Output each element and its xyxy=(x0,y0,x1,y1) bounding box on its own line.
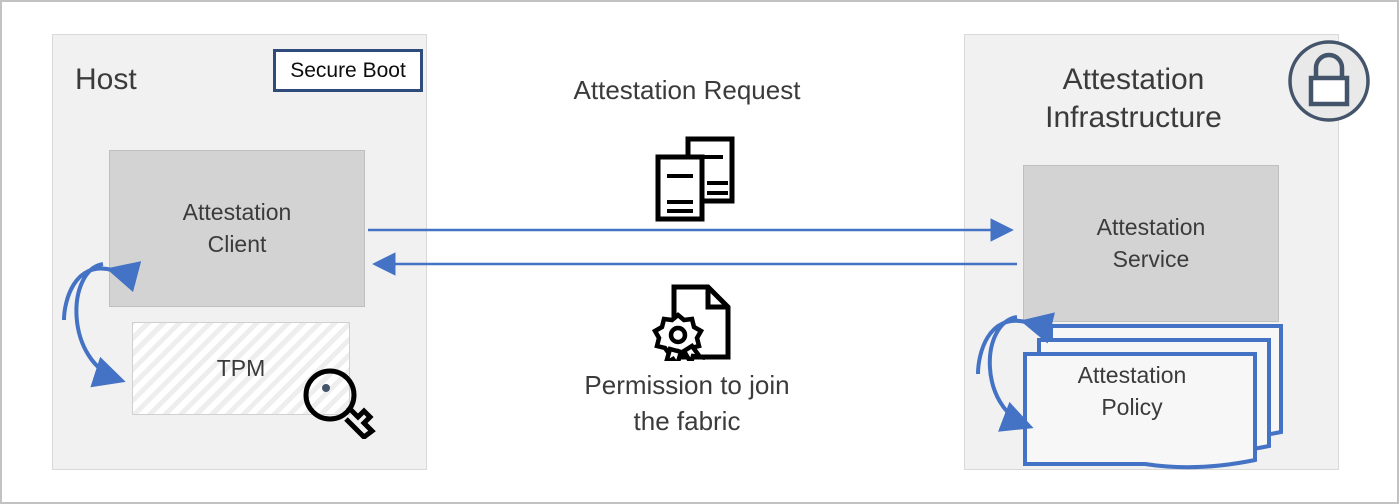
tpm-label: TPM xyxy=(216,355,266,381)
attestation-request-label: Attestation Request xyxy=(573,75,801,105)
documents-icon xyxy=(650,135,742,228)
tpm-box: TPM xyxy=(132,322,350,415)
attestation-policy-stack xyxy=(1023,324,1285,475)
attestation-client-box: Attestation Client xyxy=(109,150,365,307)
permission-to-join-label: Permission to join the fabric xyxy=(584,370,790,437)
host-panel-title: Host xyxy=(75,63,137,96)
certificate-icon xyxy=(648,283,744,371)
lock-icon xyxy=(1286,38,1372,129)
infrastructure-panel-title: Attestation Infrastructure xyxy=(1045,63,1222,135)
secure-boot-badge: Secure Boot xyxy=(273,49,423,92)
key-icon xyxy=(302,367,382,444)
attestation-policy-label: Attestation Policy xyxy=(1077,362,1187,421)
attestation-service-box: Attestation Service xyxy=(1023,165,1279,322)
secure-boot-label: Secure Boot xyxy=(290,58,406,82)
